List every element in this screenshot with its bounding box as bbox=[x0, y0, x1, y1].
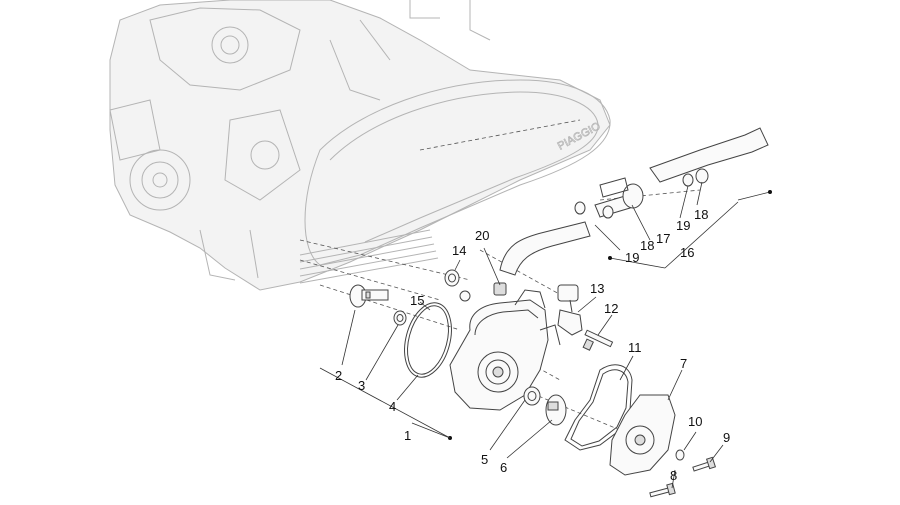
callout-11: 11 bbox=[628, 340, 642, 355]
part-18-clamp bbox=[602, 205, 614, 219]
part-5-bearing bbox=[523, 386, 541, 406]
callout-17: 17 bbox=[656, 231, 670, 246]
part-8-screw bbox=[649, 482, 676, 498]
callout-1: 1 bbox=[404, 428, 411, 443]
callout-2: 2 bbox=[335, 368, 342, 383]
part-9-screw bbox=[692, 456, 717, 472]
part-16-outlet-pipe bbox=[649, 127, 769, 183]
callout-8: 8 bbox=[670, 468, 677, 483]
part-7-pump-cover bbox=[609, 394, 676, 476]
engine-block: PIAGGIO bbox=[109, 0, 611, 291]
part-19-washer bbox=[574, 201, 586, 215]
callout-18-upper: 18 bbox=[694, 207, 708, 222]
callout-labels: 1 2 3 4 5 6 7 8 9 10 11 12 13 14 15 16 1… bbox=[335, 207, 730, 483]
part-2-pump-shaft bbox=[349, 284, 389, 308]
callout-19-upper: 19 bbox=[676, 218, 690, 233]
part-11-gasket bbox=[564, 364, 633, 451]
part-20-hose bbox=[499, 221, 591, 276]
callout-3: 3 bbox=[358, 378, 365, 393]
part-1-pump-housing bbox=[449, 289, 561, 411]
callout-10: 10 bbox=[688, 414, 702, 429]
part-3-bearing bbox=[393, 310, 407, 326]
callout-7: 7 bbox=[680, 356, 687, 371]
callout-4: 4 bbox=[389, 399, 396, 414]
callout-14: 14 bbox=[452, 243, 466, 258]
callout-5: 5 bbox=[481, 452, 488, 467]
leader-lines bbox=[319, 181, 772, 489]
part-20-fitting bbox=[493, 282, 507, 296]
part-6-impeller bbox=[545, 394, 567, 426]
callout-16: 16 bbox=[680, 245, 694, 260]
callout-12: 12 bbox=[604, 301, 618, 316]
part-15-o-ring bbox=[404, 302, 452, 378]
callout-15: 15 bbox=[410, 293, 424, 308]
callout-18-lower: 18 bbox=[640, 238, 654, 253]
callout-6: 6 bbox=[500, 460, 507, 475]
callout-9: 9 bbox=[723, 430, 730, 445]
callout-20: 20 bbox=[475, 228, 489, 243]
part-13-bracket bbox=[557, 284, 583, 336]
part-14-washers bbox=[444, 269, 471, 302]
callout-13: 13 bbox=[590, 281, 604, 296]
callout-19-lower: 19 bbox=[625, 250, 639, 265]
part-10-washer bbox=[675, 449, 685, 461]
part-12-bolt bbox=[582, 329, 614, 351]
